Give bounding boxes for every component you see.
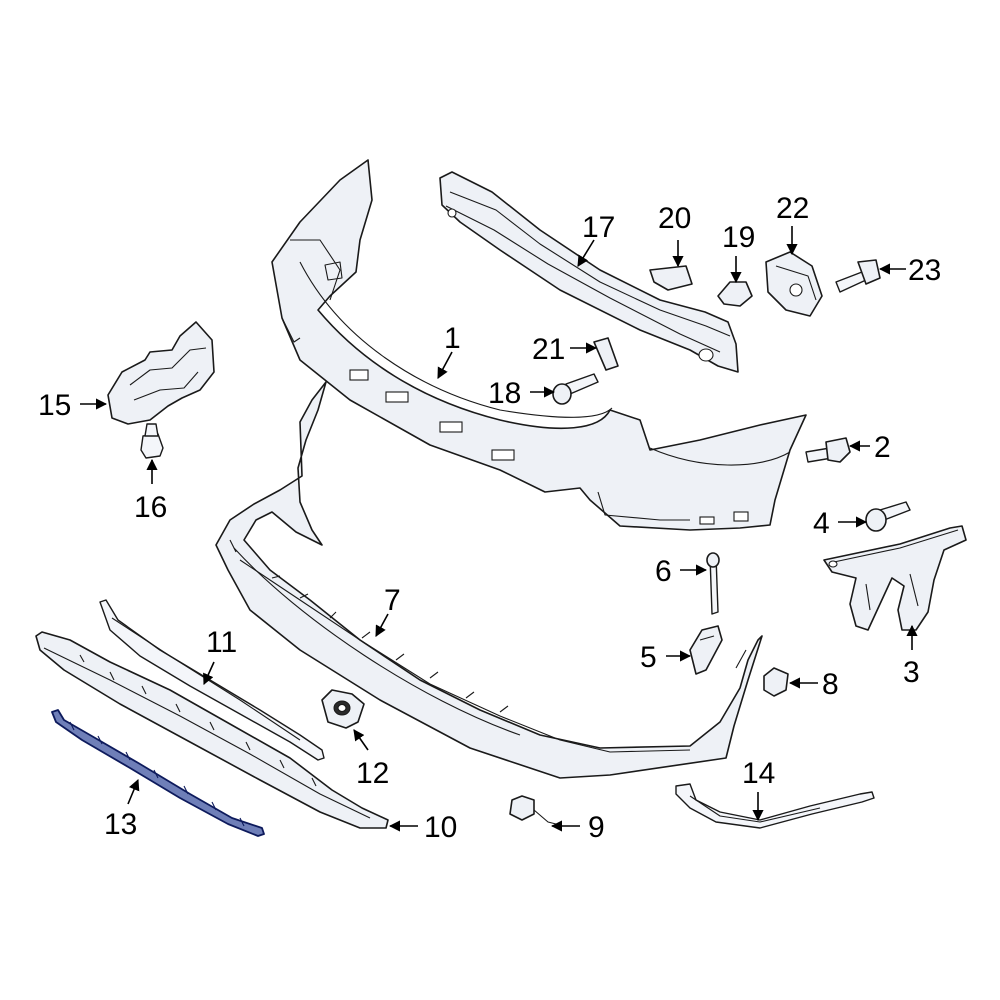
callout-17: 17	[582, 211, 615, 244]
callout-14: 14	[742, 757, 775, 790]
callout-19: 19	[722, 221, 755, 254]
part-3-mounting-bracket[interactable]	[823, 525, 967, 631]
callout-23: 23	[908, 254, 941, 287]
leader-7	[375, 613, 389, 637]
part-6-rivet[interactable]	[706, 552, 720, 615]
part-14-side-trim[interactable]	[675, 783, 875, 829]
callout-9: 9	[588, 811, 605, 844]
part-10-lower-trim[interactable]	[35, 631, 389, 829]
part-22-module[interactable]	[765, 251, 823, 317]
part-17-reinforcement[interactable]	[439, 171, 739, 373]
part-1-bumper-cover[interactable]	[271, 159, 807, 531]
part-15-bracket[interactable]	[107, 321, 215, 425]
callout-8: 8	[822, 668, 839, 701]
leader-17	[577, 239, 595, 267]
callout-13: 13	[104, 808, 137, 841]
callout-4: 4	[813, 507, 830, 540]
callout-15: 15	[38, 389, 71, 422]
part-4-screw[interactable]	[865, 501, 911, 532]
callout-11: 11	[206, 626, 237, 659]
part-9-connector[interactable]	[509, 795, 557, 825]
part-7-lower-valance[interactable]	[215, 381, 763, 779]
part-21-clip[interactable]	[593, 337, 619, 371]
callout-labels: 1 2 3 4 5 6 7 8 9 10 11 12 13 14 15 16 1…	[38, 192, 941, 844]
callout-22: 22	[776, 192, 809, 225]
callout-20: 20	[658, 202, 691, 235]
part-13-lower-strip[interactable]	[51, 709, 265, 837]
callout-2: 2	[874, 431, 891, 464]
callout-5: 5	[640, 641, 657, 674]
callout-6: 6	[655, 555, 672, 588]
callout-16: 16	[134, 491, 167, 524]
callout-21: 21	[532, 333, 565, 366]
part-5-clip[interactable]	[689, 625, 723, 675]
leader-lines	[80, 226, 918, 832]
callout-1: 1	[444, 322, 461, 355]
callout-3: 3	[903, 656, 920, 689]
part-19-clip[interactable]	[717, 281, 753, 307]
callout-10: 10	[424, 811, 457, 844]
part-2-screw[interactable]	[805, 437, 851, 463]
callout-12: 12	[356, 757, 389, 790]
part-18-screw[interactable]	[552, 373, 599, 405]
callout-18: 18	[488, 377, 521, 410]
part-8-nut-clip[interactable]	[763, 667, 789, 697]
leader-11	[203, 661, 215, 686]
part-23-bolt[interactable]	[835, 259, 881, 293]
leader-1	[437, 351, 453, 379]
leader-12	[353, 729, 369, 751]
part-20-bracket[interactable]	[649, 265, 693, 291]
part-16-push-clip[interactable]	[140, 423, 164, 459]
callout-7: 7	[384, 584, 401, 617]
part-12-sensor[interactable]	[321, 689, 365, 729]
leader-13	[127, 778, 140, 805]
